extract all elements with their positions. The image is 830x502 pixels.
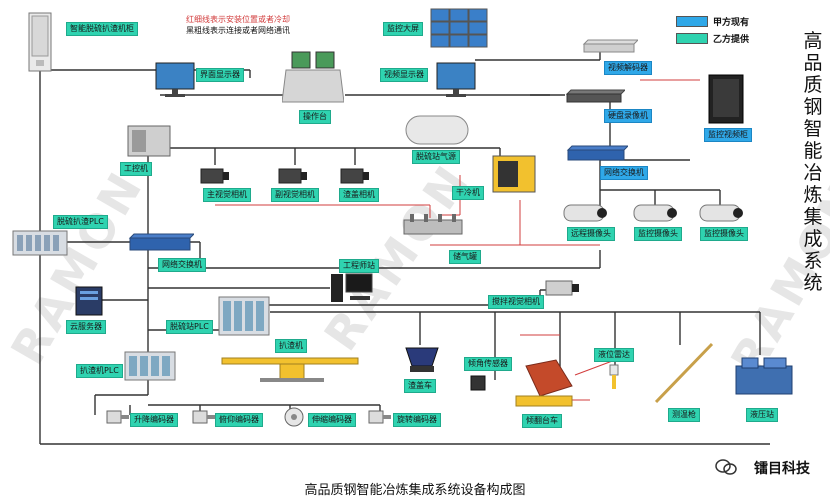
legend-swatch-provided: [676, 33, 708, 44]
wechat-icon: [715, 459, 737, 475]
label-ipc: 工控机: [120, 162, 152, 176]
label-tilt-car: 倾翻台车: [522, 414, 562, 428]
label-tilt-sensor: 倾角传感器: [464, 357, 512, 371]
label-cam-aux: 副视觉相机: [271, 188, 319, 202]
note-red-lines: 红细线表示安装位置或者冷却: [186, 15, 290, 24]
remote-camera-icon: [563, 204, 607, 222]
cabinet-icon: [28, 12, 52, 72]
plc-desulf-slag-icon: [12, 230, 68, 256]
label-console: 操作台: [299, 110, 331, 124]
video-decoder-icon: [582, 39, 638, 53]
label-monitor-cabinet: 监控视频柜: [704, 128, 752, 142]
label-hydraulic: 液压站: [746, 408, 778, 422]
monitor-wall-icon: [430, 8, 488, 48]
telescopic-encoder-icon: [284, 407, 304, 427]
monitor-camera-1-icon: [633, 204, 677, 222]
label-enc-telescopic: 伸缩编码器: [308, 413, 356, 427]
label-dryer: 干冷机: [452, 186, 484, 200]
pitch-encoder-icon: [192, 410, 215, 424]
temp-probe-icon: [654, 342, 714, 404]
legend-label-existing: 甲方现有: [713, 18, 750, 28]
label-enc-pitch: 俯仰编码器: [215, 413, 263, 427]
aux-camera-icon: [278, 168, 307, 184]
label-plc-desulf-slag: 脱硫扒渣PLC: [53, 215, 108, 229]
legend-label-provided: 乙方提供: [713, 35, 750, 45]
label-cam-monitor-2: 监控摄像头: [700, 227, 748, 241]
monitor-camera-2-icon: [699, 204, 743, 222]
stir-camera-icon: [545, 280, 579, 296]
label-plc-desulf-station: 脱硫站PLC: [166, 320, 213, 334]
label-video-decoder: 视频解码器: [604, 61, 652, 75]
label-temp-probe: 测温枪: [668, 408, 700, 422]
label-gas-source: 脱硫站气源: [412, 150, 460, 164]
dryer-icon: [492, 155, 536, 193]
hydraulic-station-icon: [735, 357, 793, 395]
label-level-radar: 液位雷达: [594, 348, 634, 362]
label-hdd-recorder: 硬盘录像机: [604, 109, 652, 123]
slag-car-icon: [405, 347, 439, 372]
label-cam-remote: 远程摄像头: [567, 227, 615, 241]
label-ui-display: 界面显示器: [196, 68, 244, 82]
label-cam-main: 主视觉相机: [203, 188, 251, 202]
label-video-display: 视频显示器: [380, 68, 428, 82]
console-icon: [282, 51, 344, 103]
brand-name: 镭目科技: [754, 461, 810, 477]
network-switch-right-icon: [566, 145, 628, 161]
label-cloud-server: 云服务器: [66, 320, 106, 334]
label-net-switch-main: 网络交换机: [158, 258, 206, 272]
tilt-car-icon: [515, 359, 573, 407]
level-radar-icon: [609, 364, 619, 389]
network-switch-main-icon: [128, 233, 194, 251]
rotate-encoder-icon: [368, 410, 391, 424]
label-plc-slag-machine: 扒渣机PLC: [76, 364, 123, 378]
label-gas-tank: 储气罐: [449, 250, 481, 264]
plc-desulf-station-icon: [218, 296, 270, 336]
video-display-icon: [436, 62, 476, 97]
tilt-sensor-icon: [470, 375, 486, 391]
label-net-switch-right: 网络交换机: [600, 166, 648, 180]
note-black-lines: 黑粗线表示连接或者网络通讯: [186, 26, 290, 35]
label-stir-camera: 搅拌视觉相机: [488, 295, 544, 309]
label-cam-monitor-1: 监控摄像头: [634, 227, 682, 241]
label-monitor-wall: 监控大屏: [383, 22, 423, 36]
legend-swatch-existing: [676, 16, 708, 27]
hdd-recorder-icon: [565, 89, 625, 103]
ui-display-icon: [155, 62, 195, 97]
label-enc-rotate: 旋转编码器: [393, 413, 441, 427]
slag-machine-icon: [221, 357, 359, 382]
label-slag-machine: 扒渣机: [275, 339, 307, 353]
page-title: 高品质钢智能冶炼集成系统: [803, 30, 823, 294]
label-slag-car: 渣盖车: [404, 379, 436, 393]
plc-slag-machine-icon: [124, 351, 176, 381]
figure-caption: 高品质钢智能冶炼集成系统设备构成图: [304, 483, 526, 498]
monitor-cabinet-icon: [708, 74, 744, 124]
cloud-server-icon: [75, 286, 103, 316]
industrial-pc-icon: [127, 125, 171, 157]
gas-source-icon: [405, 115, 469, 145]
label-cabinet: 智能脱硫扒渣机柜: [66, 22, 138, 36]
lift-encoder-icon: [106, 410, 129, 424]
label-cam-slag: 渣盖相机: [339, 188, 379, 202]
label-workstation: 工程师站: [339, 259, 379, 273]
gas-tank-icon: [403, 214, 463, 235]
slag-camera-icon: [340, 168, 369, 184]
main-camera-icon: [200, 168, 229, 184]
workstation-icon: [331, 273, 373, 302]
label-enc-lift: 升降编码器: [130, 413, 178, 427]
